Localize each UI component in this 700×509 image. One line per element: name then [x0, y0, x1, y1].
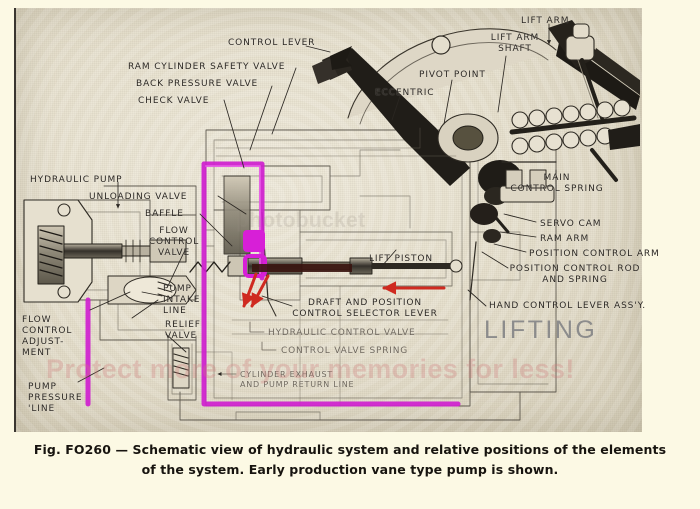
label-servo-cam: SERVO CAM [540, 219, 602, 229]
label-pump-pressure-line: PUMP PRESSURE 'LINE [28, 382, 83, 414]
label-control-valve-spring: CONTROL VALVE SPRING [281, 346, 409, 356]
caption-line-2: of the system. Early production vane typ… [141, 462, 559, 477]
label-ram-cylinder-safety-valve: RAM CYLINDER SAFETY VALVE [128, 62, 286, 72]
label-check-valve: CHECK VALVE [138, 96, 210, 106]
label-flow-control-valve: FLOW CONTROL VALVE [148, 226, 200, 258]
label-pump-intake-line: PUMP INTAKE LINE [163, 284, 201, 316]
state-word-lifting: LIFTING [484, 316, 598, 344]
label-main-control-spring: MAIN CONTROL SPRING [510, 173, 604, 194]
label-control-lever: CONTROL LEVER [228, 38, 316, 48]
label-baffle: BAFFLE [145, 209, 184, 219]
label-ram-arm: RAM ARM [540, 234, 590, 244]
label-unloading-valve: UNLOADING VALVE [89, 192, 188, 202]
label-position-control-rod-and-spring: POSITION CONTROL ROD AND SPRING [509, 264, 641, 285]
label-lift-arm-shaft: LIFT ARM SHAFT [490, 33, 540, 54]
label-draft-and-position-control-selector-lever: DRAFT AND POSITION CONTROL SELECTOR LEVE… [292, 298, 438, 319]
label-position-control-arm: POSITION CONTROL ARM [529, 249, 660, 259]
caption-line-1: Fig. FO260 — Schematic view of hydraulic… [33, 442, 667, 457]
label-hydraulic-pump: HYDRAULIC PUMP [30, 175, 123, 185]
tagline-watermark: Protect more of your memories for less! [46, 354, 575, 384]
label-cylinder-exhaust-and-pump-return-line: CYLINDER EXHAUST AND PUMP RETURN LINE [240, 370, 355, 389]
label-pivot-point: PIVOT POINT [419, 70, 486, 80]
label-hand-control-lever-assy: HAND CONTROL LEVER ASS'Y. [489, 301, 647, 311]
label-back-pressure-valve: BACK PRESSURE VALVE [136, 79, 259, 89]
label-eccentric: ECCENTRIC [375, 88, 435, 98]
figure-caption: Fig. FO260 — Schematic view of hydraulic… [0, 440, 700, 480]
label-relief-valve: RELIEF VALVE [165, 320, 201, 341]
label-lift-arm: LIFT ARM [521, 16, 570, 26]
label-lift-piston: LIFT PISTON [369, 254, 434, 264]
label-flow-control-adjustment: FLOW CONTROL ADJUST- MENT [22, 315, 73, 358]
label-hydraulic-control-valve: HYDRAULIC CONTROL VALVE [268, 328, 416, 338]
photobucket-watermark: photobucket [236, 209, 366, 232]
